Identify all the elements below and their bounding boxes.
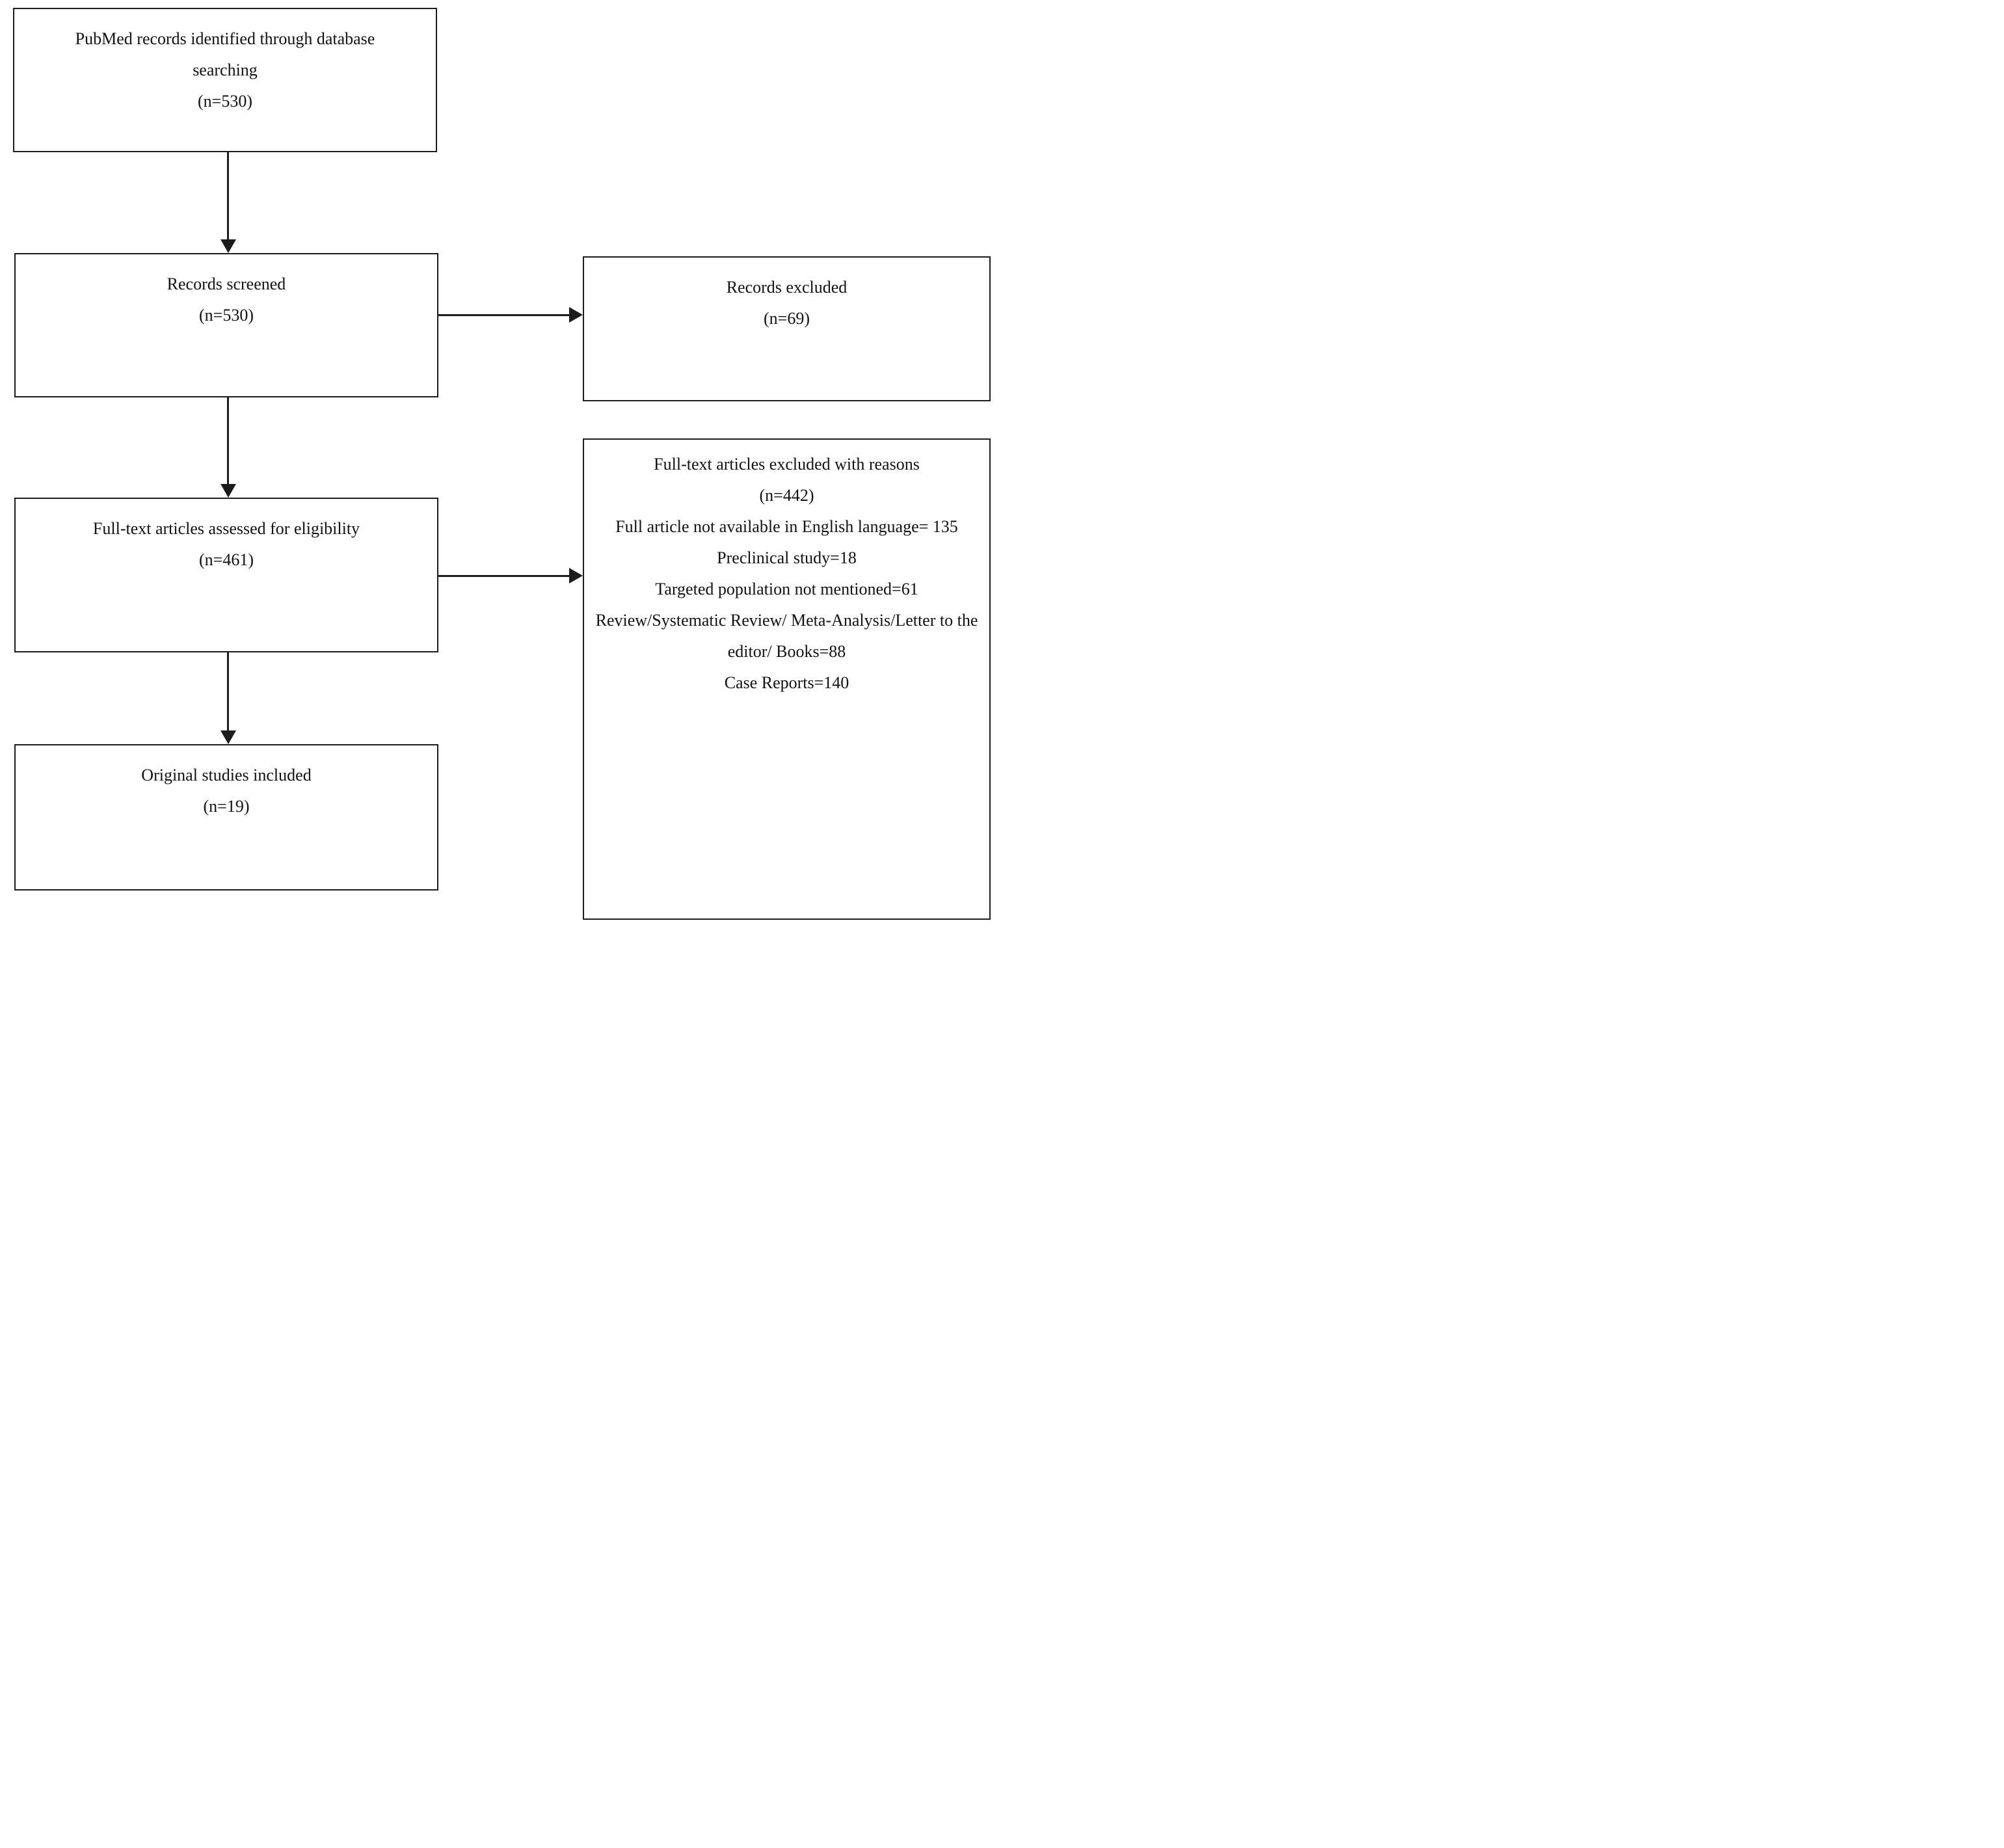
exclusion-reason-case-reports: Case Reports=140 [724,673,849,692]
arrow-line [438,314,570,316]
box-records-excluded-count: (n=69) [764,309,810,328]
box-records-excluded: Records excluded (n=69) [583,256,991,401]
arrow-line [227,652,229,732]
exclusion-reason-population: Targeted population not mentioned=61 [655,580,918,598]
arrowhead-right-icon [569,568,583,583]
box-studies-included-count: (n=19) [203,797,250,816]
box-records-identified-count: (n=530) [198,92,252,111]
box-studies-included: Original studies included (n=19) [14,744,438,891]
box-studies-included-title: Original studies included [141,766,312,784]
box-fulltext-assessed-title: Full-text articles assessed for eligibil… [92,519,360,538]
prisma-flow-diagram: PubMed records identified through databa… [0,0,1002,924]
box-records-screened: Records screened (n=530) [14,253,438,397]
arrowhead-down-icon [220,730,236,744]
arrowhead-down-icon [220,484,236,498]
box-fulltext-assessed-count: (n=461) [199,550,254,569]
arrowhead-down-icon [220,239,236,253]
exclusion-reason-english: Full article not available in English la… [615,517,958,536]
box-records-identified: PubMed records identified through databa… [13,8,437,152]
box-records-screened-count: (n=530) [199,306,254,325]
box-fulltext-excluded: Full-text articles excluded with reasons… [583,438,991,920]
arrow-line [438,575,570,577]
box-fulltext-excluded-title: Full-text articles excluded with reasons [654,455,920,474]
arrowhead-right-icon [569,307,583,323]
exclusion-reason-preclinical: Preclinical study=18 [717,548,857,567]
box-fulltext-assessed: Full-text articles assessed for eligibil… [14,498,438,652]
box-records-screened-title: Records screened [167,275,286,293]
box-records-excluded-title: Records excluded [726,278,848,297]
box-records-identified-title: PubMed records identified through databa… [75,29,375,79]
box-fulltext-excluded-count: (n=442) [759,486,814,505]
arrow-line [227,152,229,241]
exclusion-reason-review-letter-books: Review/Systematic Review/ Meta-Analysis/… [595,611,978,661]
arrow-line [227,397,229,485]
